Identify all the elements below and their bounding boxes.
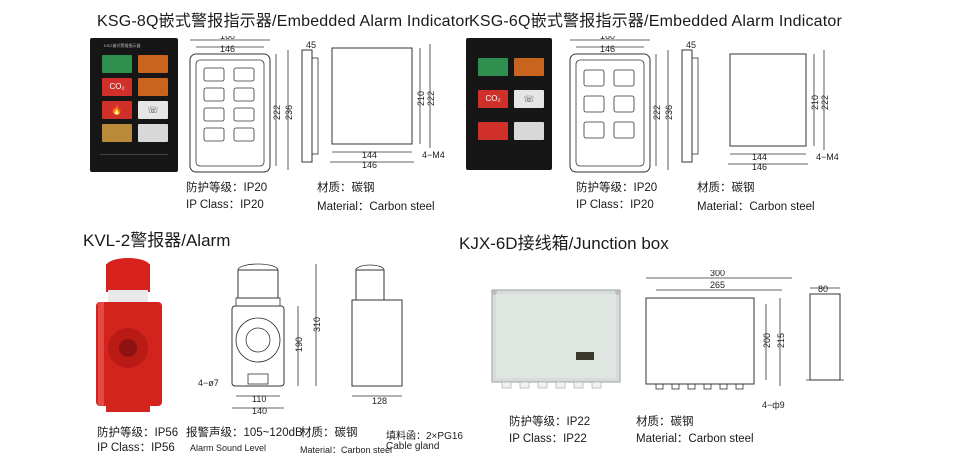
ksg8q-ip-class: IP Class：IP20	[186, 199, 264, 211]
kvl2-protection: 防护等级：IP56	[97, 427, 179, 439]
dim-146: 146	[220, 44, 235, 54]
kvl2-material-en: Material：Carbon steel	[300, 445, 393, 455]
svg-text:4−ф9: 4−ф9	[762, 400, 785, 410]
svg-text:128: 128	[372, 396, 387, 406]
svg-text:110: 110	[252, 394, 266, 404]
phone-icon: ☏	[138, 101, 168, 119]
svg-text:222: 222	[820, 95, 830, 110]
ksg6q-height-dims: 222 236	[652, 50, 674, 170]
svg-text:146: 146	[600, 44, 615, 54]
svg-text:4−M4: 4−M4	[816, 152, 839, 162]
svg-text:210: 210	[416, 91, 426, 106]
alarm-bell-icon	[138, 124, 168, 142]
svg-text:190: 190	[294, 337, 304, 352]
sun-icon	[514, 58, 544, 76]
kvl2-gland-cn: 填料函：2×PG16	[386, 431, 463, 442]
svg-text:45: 45	[306, 40, 316, 50]
ksg6q-protection: 防护等级：IP20	[576, 182, 658, 194]
ksg6q-material-cn: 材质：碳钢	[697, 182, 755, 194]
water-level-icon	[478, 58, 508, 76]
ksg6q-front-drawing: 160 146	[569, 36, 651, 173]
svg-text:200: 200	[762, 333, 772, 348]
ksg8q-material-en: Material：Carbon steel	[317, 201, 435, 213]
ksg8q-photo: KSG嵌式警报指示器 CO₂ 🔥 ☏	[90, 38, 178, 172]
kjx6d-ip-class: IP Class：IP22	[509, 433, 587, 445]
ksg8q-protection: 防护等级：IP20	[186, 182, 268, 194]
kvl2-photo	[96, 258, 162, 412]
kjx6d-photo	[491, 289, 621, 389]
svg-text:222: 222	[652, 105, 662, 120]
panel-footer	[100, 154, 168, 162]
svg-text:300: 300	[710, 270, 725, 278]
svg-text:210: 210	[810, 95, 820, 110]
svg-text:80: 80	[818, 284, 828, 294]
kvl2-title: KVL-2警报器/Alarm	[83, 231, 231, 250]
phone-icon: ☏	[514, 90, 544, 108]
sun-icon	[138, 78, 168, 96]
kjx6d-material-cn: 材质：碳钢	[636, 416, 694, 428]
water-level-icon	[102, 55, 132, 73]
kvl2-side-drawing: 128	[351, 264, 403, 406]
kjx6d-material-en: Material：Carbon steel	[636, 433, 754, 445]
svg-text:146: 146	[752, 162, 767, 172]
ksg8q-side-drawing: 45	[301, 40, 319, 163]
ksg8q-title: KSG-8Q嵌式警报指示器/Embedded Alarm Indicator	[97, 13, 471, 30]
co2-icon: CO₂	[478, 90, 508, 108]
svg-text:160: 160	[600, 36, 615, 41]
svg-text:215: 215	[776, 333, 786, 348]
sun-icon	[138, 55, 168, 73]
svg-text:236: 236	[284, 105, 294, 120]
ksg6q-back-drawing: 210 222 144 146 4−M4	[728, 50, 839, 172]
svg-text:222: 222	[272, 105, 282, 120]
fire-icon: 🔥	[102, 101, 132, 119]
kvl2-gland-en: Cable gland	[386, 441, 440, 452]
co2-icon: CO₂	[102, 78, 132, 96]
ksg8q-material-cn: 材质：碳钢	[317, 182, 375, 194]
svg-text:222: 222	[426, 91, 436, 106]
ksg6q-material-en: Material：Carbon steel	[697, 201, 815, 213]
ksg6q-ip-class: IP Class：IP20	[576, 199, 654, 211]
ksg8q-height-dims: 222 236	[272, 50, 294, 170]
svg-text:4−M4: 4−M4	[422, 150, 445, 160]
kjx6d-front-drawing: 300 265 200 215 4−ф9	[645, 270, 792, 410]
ksg8q-back-drawing: 210 222 144 146 4−M4	[330, 44, 445, 170]
dim-160: 160	[220, 36, 235, 41]
fire-icon	[478, 122, 508, 140]
leak-icon	[102, 124, 132, 142]
svg-text:144: 144	[752, 152, 767, 162]
kvl2-material-cn: 材质：碳钢	[300, 427, 358, 439]
kjx6d-side-drawing: 80	[806, 284, 844, 381]
ksg6q-photo: CO₂ ☏	[466, 38, 552, 170]
svg-text:144: 144	[362, 150, 377, 160]
svg-text:236: 236	[664, 105, 674, 120]
ksg8q-photo-header: KSG嵌式警报指示器	[104, 43, 141, 48]
kvl2-ip-class: IP Class：IP56	[97, 442, 175, 454]
kvl2-front-drawing: 110 140 4−ø7 190 310	[198, 263, 322, 416]
kvl2-sound-cn: 报警声级：105~120dB	[186, 427, 303, 439]
svg-text:265: 265	[710, 280, 725, 290]
svg-text:4−ø7: 4−ø7	[198, 378, 219, 388]
svg-text:310: 310	[312, 317, 322, 332]
svg-text:146: 146	[362, 160, 377, 170]
ksg6q-title: KSG-6Q嵌式警报指示器/Embedded Alarm Indicator	[469, 13, 843, 30]
svg-text:45: 45	[686, 40, 696, 50]
kvl2-sound-en: Alarm Sound Level	[190, 443, 267, 453]
ksg8q-front-drawing: 160 146	[189, 36, 271, 173]
kjx6d-title: KJX-6D接线箱/Junction box	[459, 234, 669, 253]
alarm-bell-icon	[514, 122, 544, 140]
ksg6q-side-drawing: 45	[681, 40, 699, 163]
svg-text:140: 140	[252, 406, 267, 416]
kjx6d-protection: 防护等级：IP22	[509, 416, 591, 428]
